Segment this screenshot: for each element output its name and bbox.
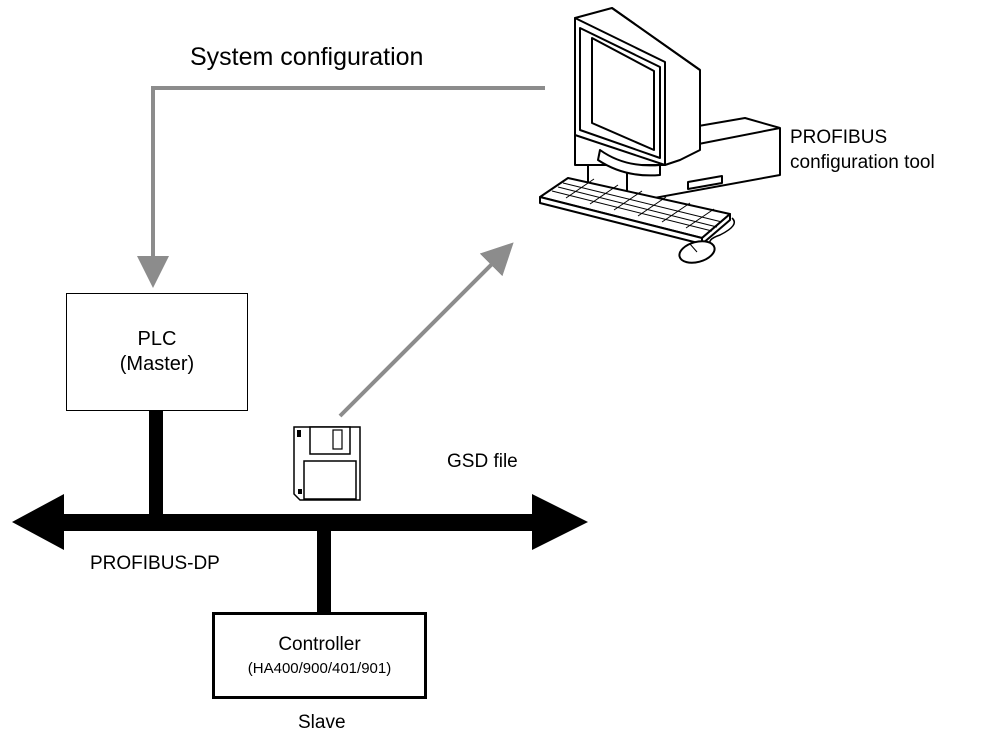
controller-box: Controller (HA400/900/401/901): [212, 612, 427, 699]
gsd-file-arrow: [338, 242, 514, 418]
system-configuration-arrow: [137, 86, 545, 288]
profibus-dp-bus: [12, 494, 588, 550]
controller-label: Controller: [278, 633, 361, 655]
controller-models-label: (HA400/900/401/901): [247, 659, 392, 677]
plc-label: PLC: [137, 328, 177, 350]
system-configuration-label: System configuration: [190, 43, 424, 71]
configuration-tool-label-line1: PROFIBUS: [790, 127, 888, 148]
plc-master-box: PLC (Master): [66, 293, 248, 411]
slave-label: Slave: [298, 712, 346, 733]
controller-bus-connector: [317, 528, 331, 614]
floppy-disk-icon: [293, 426, 361, 501]
master-label: (Master): [119, 353, 195, 375]
configuration-tool-label-line2: configuration tool: [790, 152, 935, 173]
plc-bus-connector: [149, 410, 163, 518]
configuration-tool-label: PROFIBUS configuration tool: [790, 125, 935, 175]
profibus-dp-label: PROFIBUS-DP: [90, 553, 220, 574]
desktop-computer-icon: [539, 7, 781, 264]
gsd-file-label: GSD file: [447, 451, 518, 472]
